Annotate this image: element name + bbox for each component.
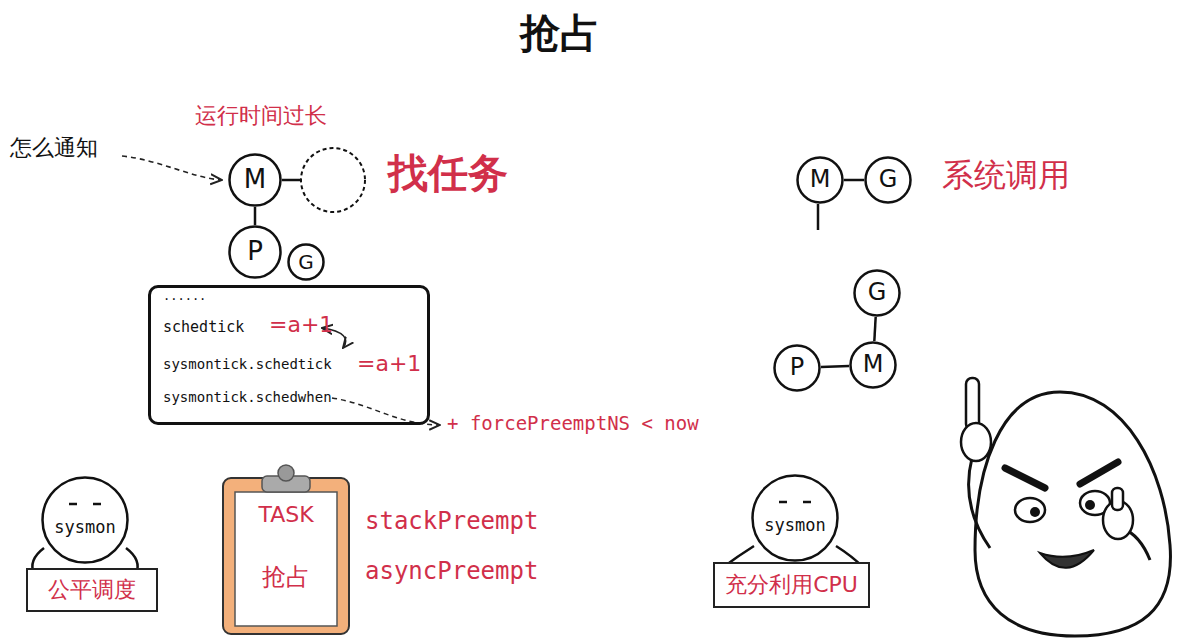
code-line: sysmontick.schedwhen xyxy=(163,389,332,405)
eye xyxy=(93,503,101,506)
eye xyxy=(69,503,77,506)
wire-stub xyxy=(817,204,820,230)
eyebrow xyxy=(1005,468,1045,488)
link-line xyxy=(254,207,257,225)
egg-character xyxy=(961,378,1170,636)
sign-board: 公平调度 xyxy=(26,568,158,612)
pupil xyxy=(1085,500,1095,510)
mouth xyxy=(1040,550,1094,568)
thread-circle: G xyxy=(287,243,325,281)
link-line xyxy=(844,179,864,182)
circle-outline xyxy=(775,346,820,391)
thread-circle: P xyxy=(773,344,821,392)
notify-arrow xyxy=(122,156,222,180)
link-line xyxy=(821,366,849,367)
node-text: M xyxy=(810,166,831,194)
heading-note: 运行时间过长 xyxy=(195,103,327,128)
task-clipboard: TASK 抢占 xyxy=(222,464,350,636)
thumb xyxy=(1112,488,1123,510)
question-note: 怎么通知 xyxy=(10,135,98,160)
sysmon-head: sysmon xyxy=(751,474,839,562)
value-note: =a+1 xyxy=(357,351,421,376)
eye xyxy=(803,501,811,504)
arm xyxy=(969,458,990,548)
ellipsis: ...... xyxy=(163,290,206,304)
thread-circle: M xyxy=(849,341,897,389)
code-line: schedtick xyxy=(163,319,244,336)
node-text: P xyxy=(247,237,263,267)
thread-circle: M xyxy=(228,153,282,207)
node-text: sysmon xyxy=(764,516,825,536)
code-line: sysmontick.schedtick xyxy=(163,356,332,372)
circle-outline xyxy=(230,155,281,206)
node-text: P xyxy=(790,354,804,382)
hand xyxy=(961,423,991,461)
wire xyxy=(282,179,301,182)
eye xyxy=(1015,498,1045,522)
circle-outline xyxy=(851,343,896,388)
sign-board: 充分利用CPU xyxy=(713,562,870,608)
pupil xyxy=(1030,507,1040,517)
circle-outline xyxy=(43,478,128,563)
circle-outline xyxy=(798,158,843,203)
thread-circle: P xyxy=(228,225,282,279)
eye xyxy=(779,501,787,504)
value-note: =a+1 xyxy=(269,312,333,337)
circle-outline xyxy=(855,271,900,316)
sysmon-head: sysmon xyxy=(41,476,129,564)
board xyxy=(223,478,349,634)
node-text: G xyxy=(879,166,898,194)
node-text: 抢占 xyxy=(222,564,350,592)
thread-circle: G xyxy=(853,269,901,317)
flag-label: stackPreempt xyxy=(365,508,538,536)
code-box: ...... schedtick =a+1 sysmontick.schedtick =… xyxy=(148,285,430,425)
empty-slot xyxy=(301,148,365,212)
action-label: 找任务 xyxy=(388,150,508,196)
node-text: sysmon xyxy=(54,518,115,538)
thread-circle: G xyxy=(864,156,912,204)
condition-label: + forcePreemptNS < now xyxy=(447,413,699,435)
leader-arrow xyxy=(332,398,440,425)
node-text: M xyxy=(244,165,266,195)
node-text: 公平调度 xyxy=(48,577,136,602)
flag-label: asyncPreempt xyxy=(365,558,538,586)
circle-outline xyxy=(230,227,281,278)
node-text: G xyxy=(868,279,887,307)
action-label: 系统调用 xyxy=(942,157,1070,194)
page-title: 抢占 xyxy=(520,10,600,56)
clip xyxy=(278,465,294,481)
link-line xyxy=(874,317,875,341)
egg-body xyxy=(975,392,1170,636)
node-text: TASK xyxy=(222,502,350,527)
circle-outline xyxy=(753,476,838,561)
circle-outline xyxy=(866,158,911,203)
clipboard-outline xyxy=(222,464,350,636)
circle-outline xyxy=(289,245,324,280)
eyebrow xyxy=(1080,462,1118,484)
node-text: G xyxy=(298,251,314,274)
thread-circle: M xyxy=(796,156,844,204)
node-text: 充分利用CPU xyxy=(725,572,858,597)
node-text: M xyxy=(863,351,884,379)
